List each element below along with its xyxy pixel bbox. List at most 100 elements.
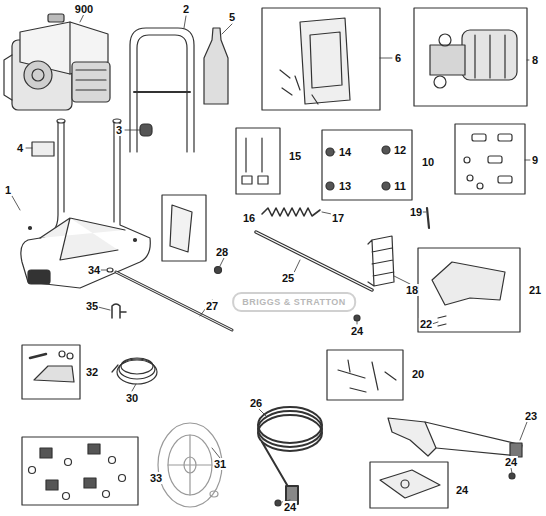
callout-number: 9 [531,154,539,166]
part-stroke [414,8,527,106]
part-stroke [394,276,410,284]
spring [262,208,320,216]
part-stroke [246,138,262,172]
callout-number: 24 [504,456,518,468]
part-stroke [170,205,192,252]
knob-box [322,130,412,200]
callout-number: 33 [149,472,163,484]
bolt-box [236,128,280,194]
part-stroke [40,448,52,458]
part-stroke [525,160,530,161]
part-stroke [498,176,512,183]
part-stroke [527,60,529,61]
washer [509,473,515,479]
callout-number: 27 [205,300,219,312]
callout-number: 22 [419,318,433,330]
part-stroke [88,444,100,454]
part-stroke [455,124,525,194]
engine [4,14,110,110]
part-stroke [63,493,70,500]
frame [21,119,150,288]
callout-number: 11 [393,180,407,192]
callout-number: 24 [283,501,297,513]
part-stroke [119,359,155,379]
part-stroke [32,69,44,81]
wand [256,232,372,290]
callout-number: 1 [4,184,12,196]
part-stroke [258,415,322,451]
part-stroke [220,258,224,266]
part-stroke [370,462,448,508]
clip [107,268,113,272]
part-stroke [29,227,32,230]
callout-number: 21 [528,284,542,296]
manual-box [162,195,206,261]
part-stroke [137,35,187,152]
callout-number: 34 [87,264,101,276]
part-stroke [134,239,137,242]
part-stroke [357,321,358,324]
part-stroke [103,491,110,498]
callout-number: 10 [421,156,435,168]
part-stroke [475,35,505,78]
callout-number: 23 [524,410,538,422]
part-stroke [338,360,396,392]
callout-number: 32 [85,366,99,378]
part-stroke [21,122,150,288]
part-stroke [132,384,136,391]
handle [130,28,194,152]
part-stroke [72,62,110,102]
part-stroke [119,475,126,482]
part-stroke [430,45,465,75]
part-stroke [28,270,50,284]
callout-number: 24 [455,484,469,496]
part-stroke [477,183,483,189]
callout-number: 19 [409,206,423,218]
part-stroke [112,365,118,372]
callout-number: 17 [331,212,345,224]
part-stroke [511,468,512,473]
mount-box [22,437,138,505]
part-stroke [84,478,96,488]
callout-number: 31 [213,458,227,470]
part-stroke [80,14,84,22]
part-stroke [67,353,73,359]
panel-box [262,8,380,110]
part-stroke [326,148,334,156]
part-stroke [121,358,153,374]
nozzle-box [370,462,448,508]
part-stroke [432,262,505,305]
part-stroke [168,435,212,495]
callout-number: 12 [393,144,407,156]
callout-number: 900 [74,3,94,15]
callout-number: 8 [531,54,539,66]
part-stroke [472,134,486,141]
part-stroke [242,176,252,184]
part-stroke [113,119,121,123]
part-stroke [125,130,140,131]
callout-number: 20 [411,368,425,380]
part-stroke [46,480,58,490]
holder [368,236,394,286]
part-stroke [4,55,12,100]
decal [32,142,54,156]
hardware-box [327,350,403,400]
part-stroke [380,470,440,498]
part-stroke [24,61,52,89]
part-stroke [134,91,190,93]
part-stroke [29,467,36,474]
callout-number: 6 [394,52,402,64]
part-stroke [168,435,212,495]
callout-number: 15 [288,150,302,162]
part-stroke [40,218,125,260]
part-stroke [130,28,194,152]
part-stroke [280,70,318,104]
part-stroke [22,437,138,505]
leader-lines [12,14,530,502]
part-stroke [109,457,116,464]
part-stroke [434,76,446,88]
callout-number: 25 [281,272,295,284]
part-stroke [322,130,412,200]
